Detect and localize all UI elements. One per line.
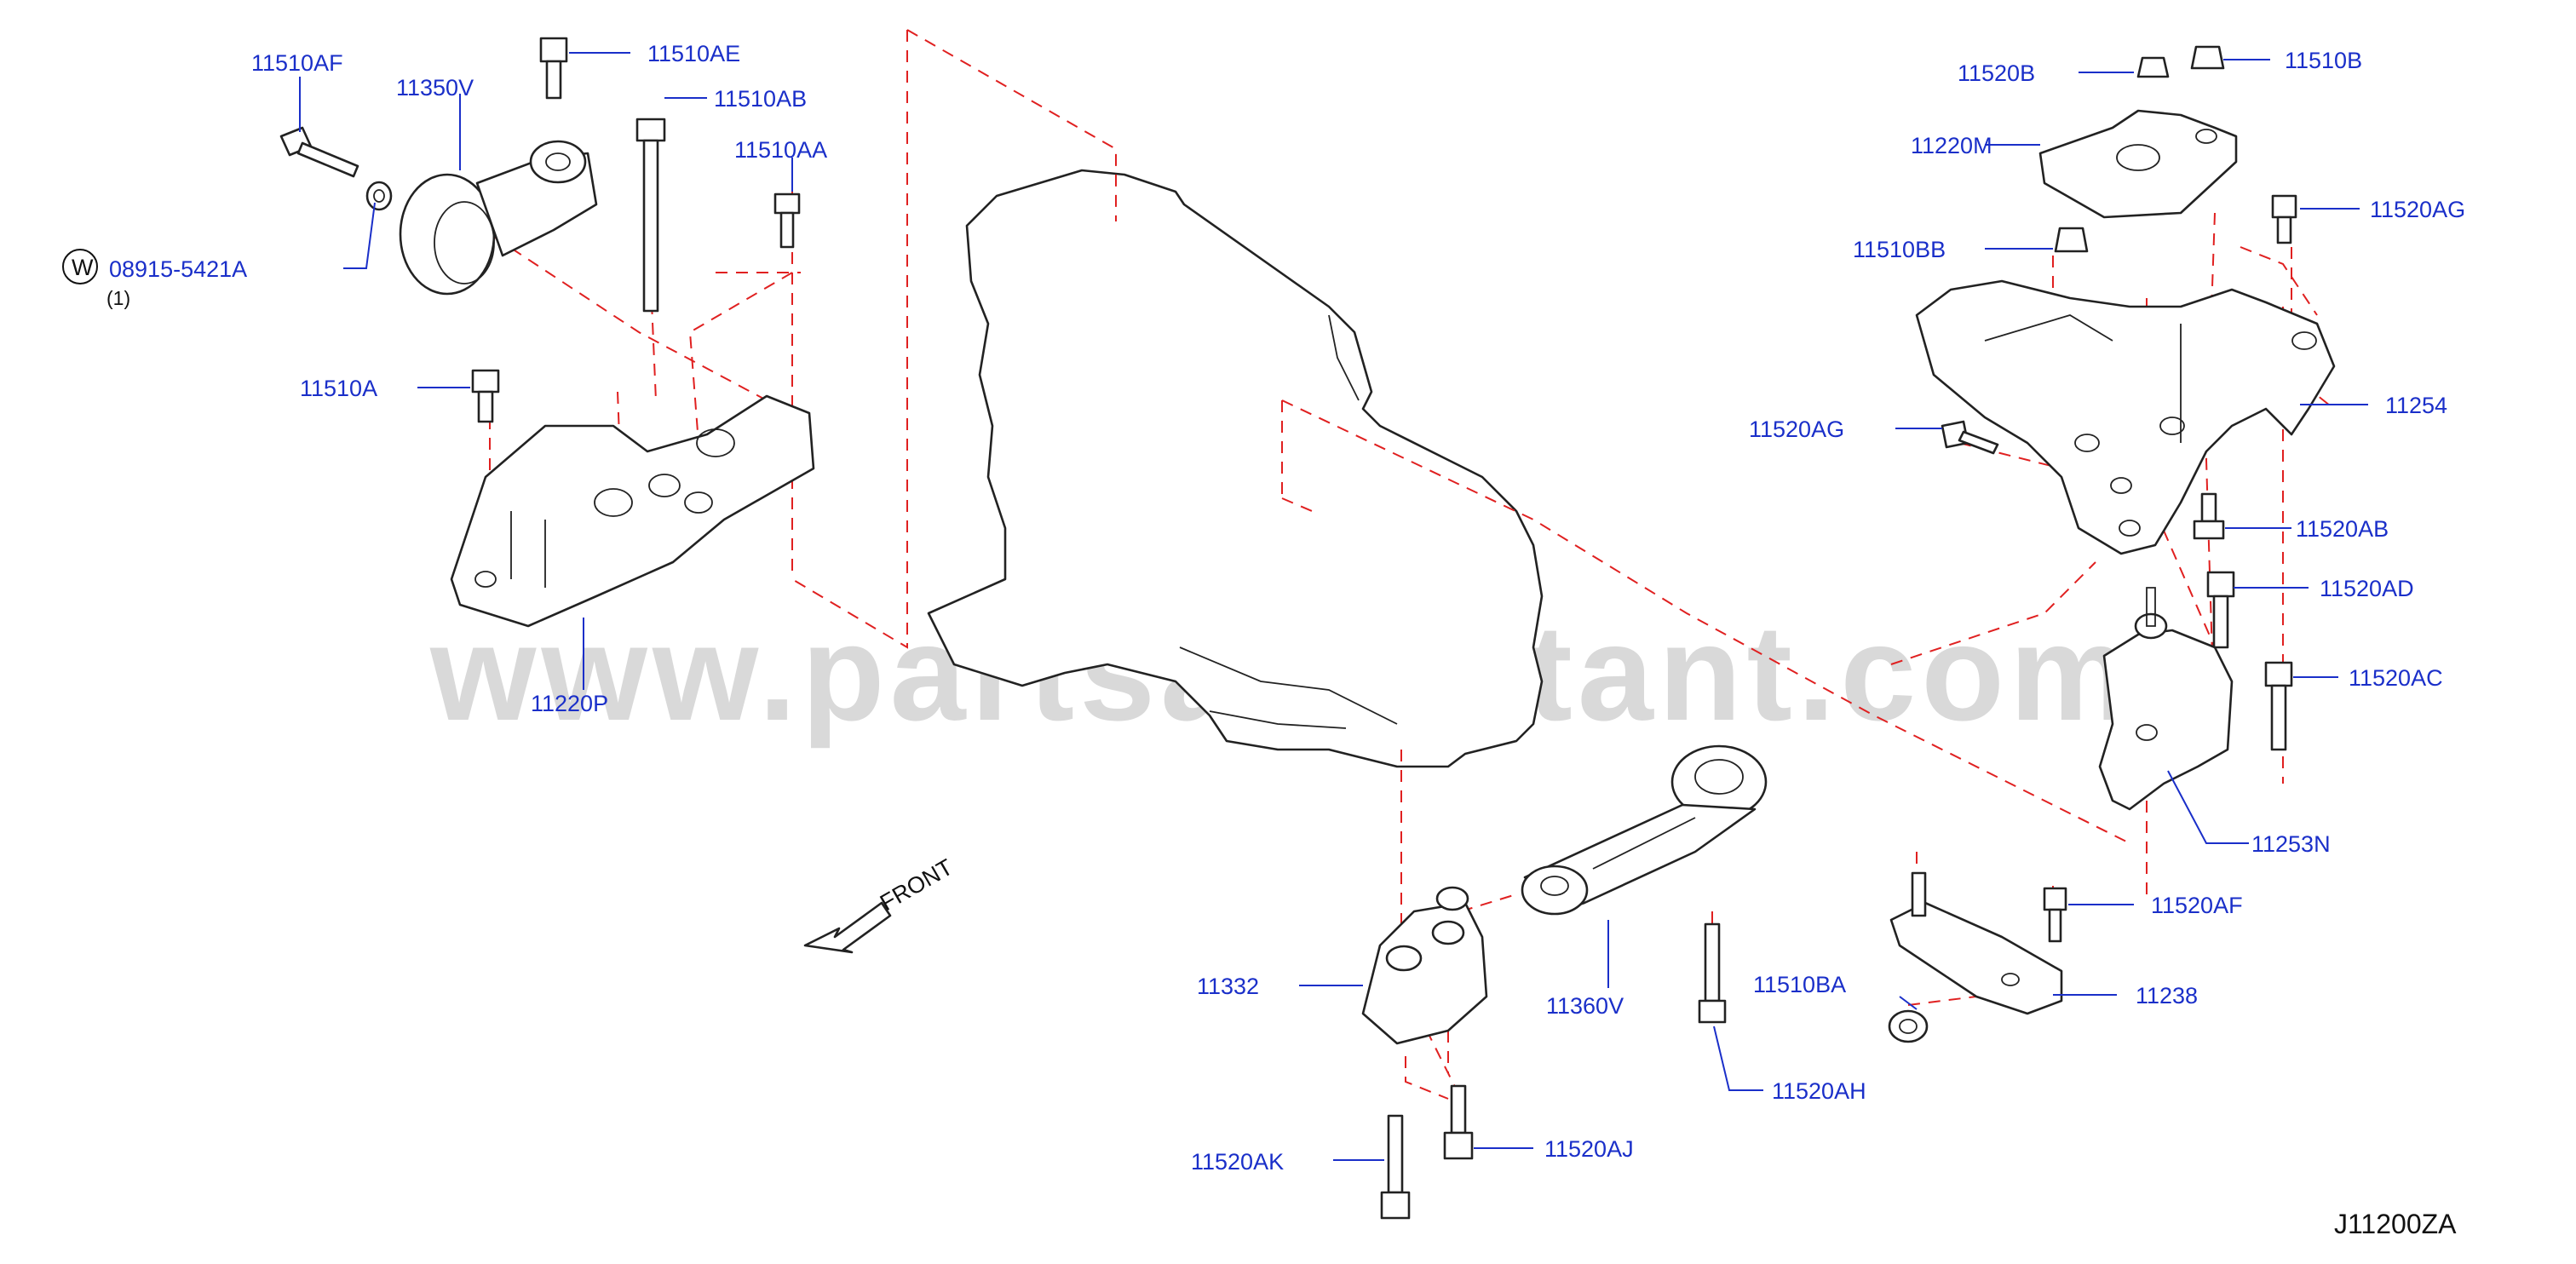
label-11520AD: 11520AD xyxy=(2320,576,2414,601)
label-11510A: 11510A xyxy=(300,376,377,401)
label-11510B: 11510B xyxy=(2285,48,2362,73)
label-08915-5421A: 08915-5421A xyxy=(109,256,247,282)
label-11220P: 11220P xyxy=(531,691,608,716)
callout-leader-lines xyxy=(299,52,2368,1161)
part-bolt-11520AC xyxy=(2264,661,2293,751)
label-11520AH: 11520AH xyxy=(1772,1078,1866,1104)
part-11238-bracket xyxy=(1889,901,2063,1015)
part-11220M-mount xyxy=(2038,109,2238,219)
part-bolt-11510AF xyxy=(279,126,359,178)
washer-symbol: W xyxy=(72,255,94,280)
part-bolt-11520AH xyxy=(1698,922,1727,1024)
part-11220P-bracket xyxy=(450,394,815,628)
label-11520AG-left: 11520AG xyxy=(1749,417,1844,442)
label-11350V: 11350V xyxy=(396,75,474,101)
part-bolt-11510AE xyxy=(539,37,568,100)
label-qty-1: (1) xyxy=(106,287,130,309)
front-arrow-icon xyxy=(803,901,892,954)
part-11350V-mount xyxy=(399,140,598,296)
washer-symbol-circle xyxy=(62,249,98,284)
part-bolt-11520AG-top xyxy=(2271,194,2297,244)
part-bolt-11510AA xyxy=(773,192,801,249)
part-nut-11520B xyxy=(2136,56,2170,78)
label-11510AB: 11510AB xyxy=(714,86,807,112)
part-bolt-11520AK xyxy=(1380,1114,1411,1220)
engine-block-outline xyxy=(927,169,1544,768)
label-11332: 11332 xyxy=(1197,974,1259,999)
label-11360V: 11360V xyxy=(1546,993,1624,1019)
label-11510AF: 11510AF xyxy=(251,50,343,76)
part-bolt-11510AB xyxy=(635,118,666,313)
part-washer xyxy=(365,181,393,211)
label-11510BA: 11510BA xyxy=(1753,972,1846,997)
part-nut-11510BA xyxy=(1888,1009,1929,1043)
part-bolt-11520AJ xyxy=(1443,1084,1474,1160)
part-nut-11510BB xyxy=(2054,227,2089,253)
label-11238: 11238 xyxy=(2136,983,2198,1008)
part-11332-bracket xyxy=(1361,886,1488,1045)
label-11253N: 11253N xyxy=(2251,831,2331,857)
label-11520AK: 11520AK xyxy=(1191,1149,1284,1175)
part-nut-11510B xyxy=(2190,45,2225,70)
part-bolt-11510A xyxy=(471,369,500,423)
label-11520AB: 11520AB xyxy=(2296,516,2389,542)
label-11520AG-top: 11520AG xyxy=(2370,197,2465,222)
label-11520B: 11520B xyxy=(1958,60,2035,86)
part-11253N-bracket xyxy=(2098,587,2234,811)
label-11520AF: 11520AF xyxy=(2151,893,2243,918)
label-11520AC: 11520AC xyxy=(2349,665,2443,691)
label-11520AJ: 11520AJ xyxy=(1544,1136,1634,1162)
front-label: FRONT xyxy=(876,854,957,916)
part-bolt-11520AG-left xyxy=(1941,420,1999,455)
part-bolt-11520AF xyxy=(2043,887,2067,943)
part-bolt-11520AD xyxy=(2206,571,2235,649)
part-stud-11238 xyxy=(1911,871,1927,917)
part-11360V-torque-rod xyxy=(1521,744,1768,916)
label-11510BB: 11510BB xyxy=(1853,237,1946,262)
label-11510AA: 11510AA xyxy=(734,137,827,163)
label-11510AE: 11510AE xyxy=(647,41,740,66)
label-11220M: 11220M xyxy=(1911,133,1992,158)
diagram-code: J11200ZA xyxy=(2334,1209,2457,1239)
part-bolt-11520AB xyxy=(2193,492,2225,540)
part-11254-bracket xyxy=(1915,279,2336,555)
label-11254: 11254 xyxy=(2385,393,2447,418)
